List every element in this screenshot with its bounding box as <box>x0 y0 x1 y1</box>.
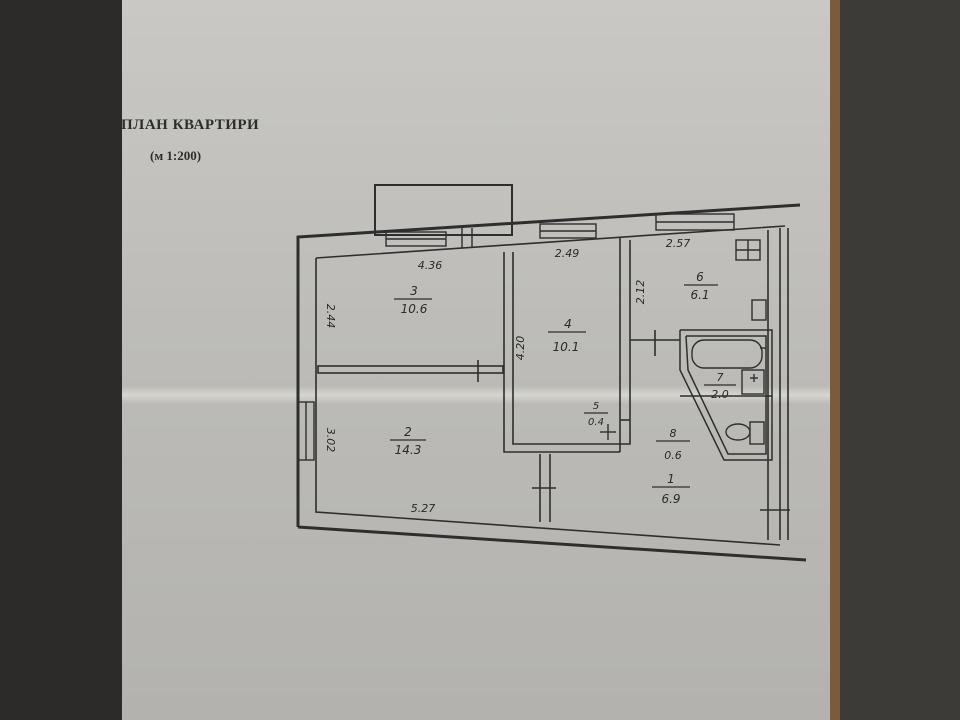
paper-sheet <box>122 0 830 720</box>
window-room2 <box>297 401 315 461</box>
room-6-number: 6 <box>696 270 704 284</box>
kitchen-stove <box>735 239 761 261</box>
room-4-number: 4 <box>564 317 572 331</box>
table-edge <box>828 0 840 720</box>
window-room6 <box>655 213 735 231</box>
room-3-area: 10.6 <box>401 302 428 316</box>
room-6-area: 6.1 <box>690 288 709 302</box>
balcony-door <box>461 228 473 248</box>
bathroom-block <box>679 329 773 461</box>
dimension-room4-depth: 4.20 <box>514 336 527 361</box>
room-2-number: 2 <box>404 425 412 439</box>
window-room4 <box>539 223 597 239</box>
kitchen-sink <box>751 299 767 321</box>
inner-wall-face <box>315 258 781 546</box>
dimension-room6-width: 2.57 <box>666 237 691 250</box>
dimension-room4-width: 2.49 <box>555 247 580 260</box>
toilet <box>725 421 765 445</box>
dimension-room6-depth: 2.12 <box>634 280 647 305</box>
plan-title: ПЛАН КВАРТИРИ <box>121 117 260 133</box>
washbasin <box>741 369 765 395</box>
bathtub <box>691 339 766 369</box>
room-2-area: 14.3 <box>395 443 422 457</box>
room-7-area: 2.0 <box>711 388 729 401</box>
window-room3 <box>385 231 447 247</box>
balcony <box>374 184 513 236</box>
room-1-number: 1 <box>667 472 675 486</box>
room-8-number: 8 <box>670 427 677 440</box>
room-fraction-bars <box>390 284 736 488</box>
room-1-area: 6.9 <box>661 492 680 506</box>
room-8-area: 0.6 <box>664 449 682 462</box>
room-5-area: 0.4 <box>588 417 604 428</box>
dimension-room3-width: 4.36 <box>418 259 443 272</box>
outer-wall-bottom <box>297 525 807 562</box>
inner-wall-top-face <box>315 225 786 259</box>
room-5-number: 5 <box>593 401 599 412</box>
dimension-room2-width: 5.27 <box>411 502 436 515</box>
room-4-area: 10.1 <box>553 340 580 354</box>
background-left <box>0 0 122 720</box>
room-3-number: 3 <box>410 284 418 298</box>
radiator-room5 <box>600 424 616 440</box>
room-7-number: 7 <box>717 371 724 384</box>
dimension-room3-depth: 2.44 <box>324 304 337 329</box>
plan-scale: (м 1:200) <box>150 148 202 163</box>
background-right <box>828 0 960 720</box>
dimension-room2-depth: 3.02 <box>324 428 337 453</box>
interior-walls <box>317 228 790 540</box>
